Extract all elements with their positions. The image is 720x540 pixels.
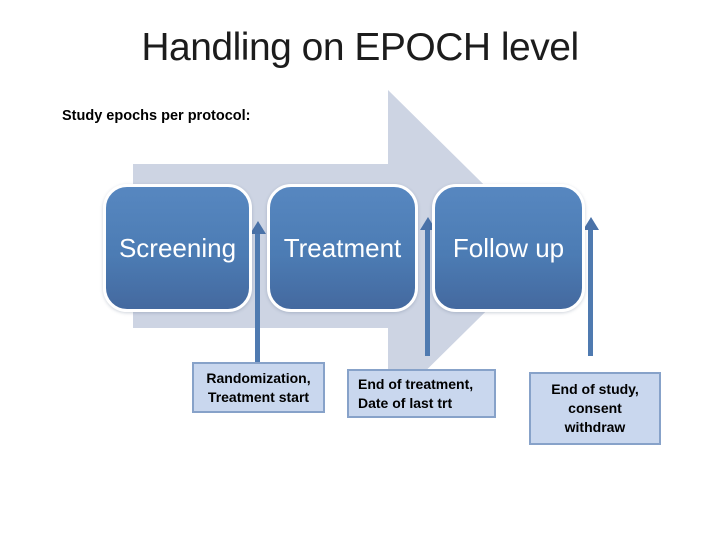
epoch-label: Treatment xyxy=(283,232,402,263)
epoch-label: Follow up xyxy=(452,232,565,263)
connector-stem xyxy=(255,234,260,362)
epoch-box-screening: Screening xyxy=(103,184,252,312)
up-arrow-connector-1 xyxy=(249,221,266,362)
up-arrowhead-icon xyxy=(419,217,436,230)
slide-subtitle: Study epochs per protocol: xyxy=(62,108,251,124)
connector-stem xyxy=(425,230,430,356)
milestone-box-end-of-study: End of study, consent withdraw xyxy=(529,372,661,445)
milestone-line: Date of last trt xyxy=(358,394,453,411)
milestone-box-randomization: Randomization, Treatment start xyxy=(192,362,325,413)
up-arrowhead-icon xyxy=(582,217,599,230)
epoch-label: Screening xyxy=(118,232,237,263)
milestone-line: withdraw xyxy=(564,419,626,435)
up-arrow-connector-2 xyxy=(419,217,436,356)
slide-title: Handling on EPOCH level xyxy=(141,26,579,69)
epoch-box-follow-up: Follow up xyxy=(432,184,585,312)
milestone-line: consent xyxy=(568,400,622,416)
connector-stem xyxy=(588,230,593,356)
milestone-line: Randomization, xyxy=(206,369,311,386)
milestone-line: End of study, xyxy=(551,381,639,397)
milestone-box-end-of-treatment: End of treatment, Date of last trt xyxy=(347,369,496,418)
epoch-box-treatment: Treatment xyxy=(267,184,418,312)
milestone-line: End of treatment, xyxy=(358,375,474,392)
up-arrowhead-icon xyxy=(249,221,266,234)
milestone-line: Treatment start xyxy=(207,388,310,405)
up-arrow-connector-3 xyxy=(582,217,599,356)
